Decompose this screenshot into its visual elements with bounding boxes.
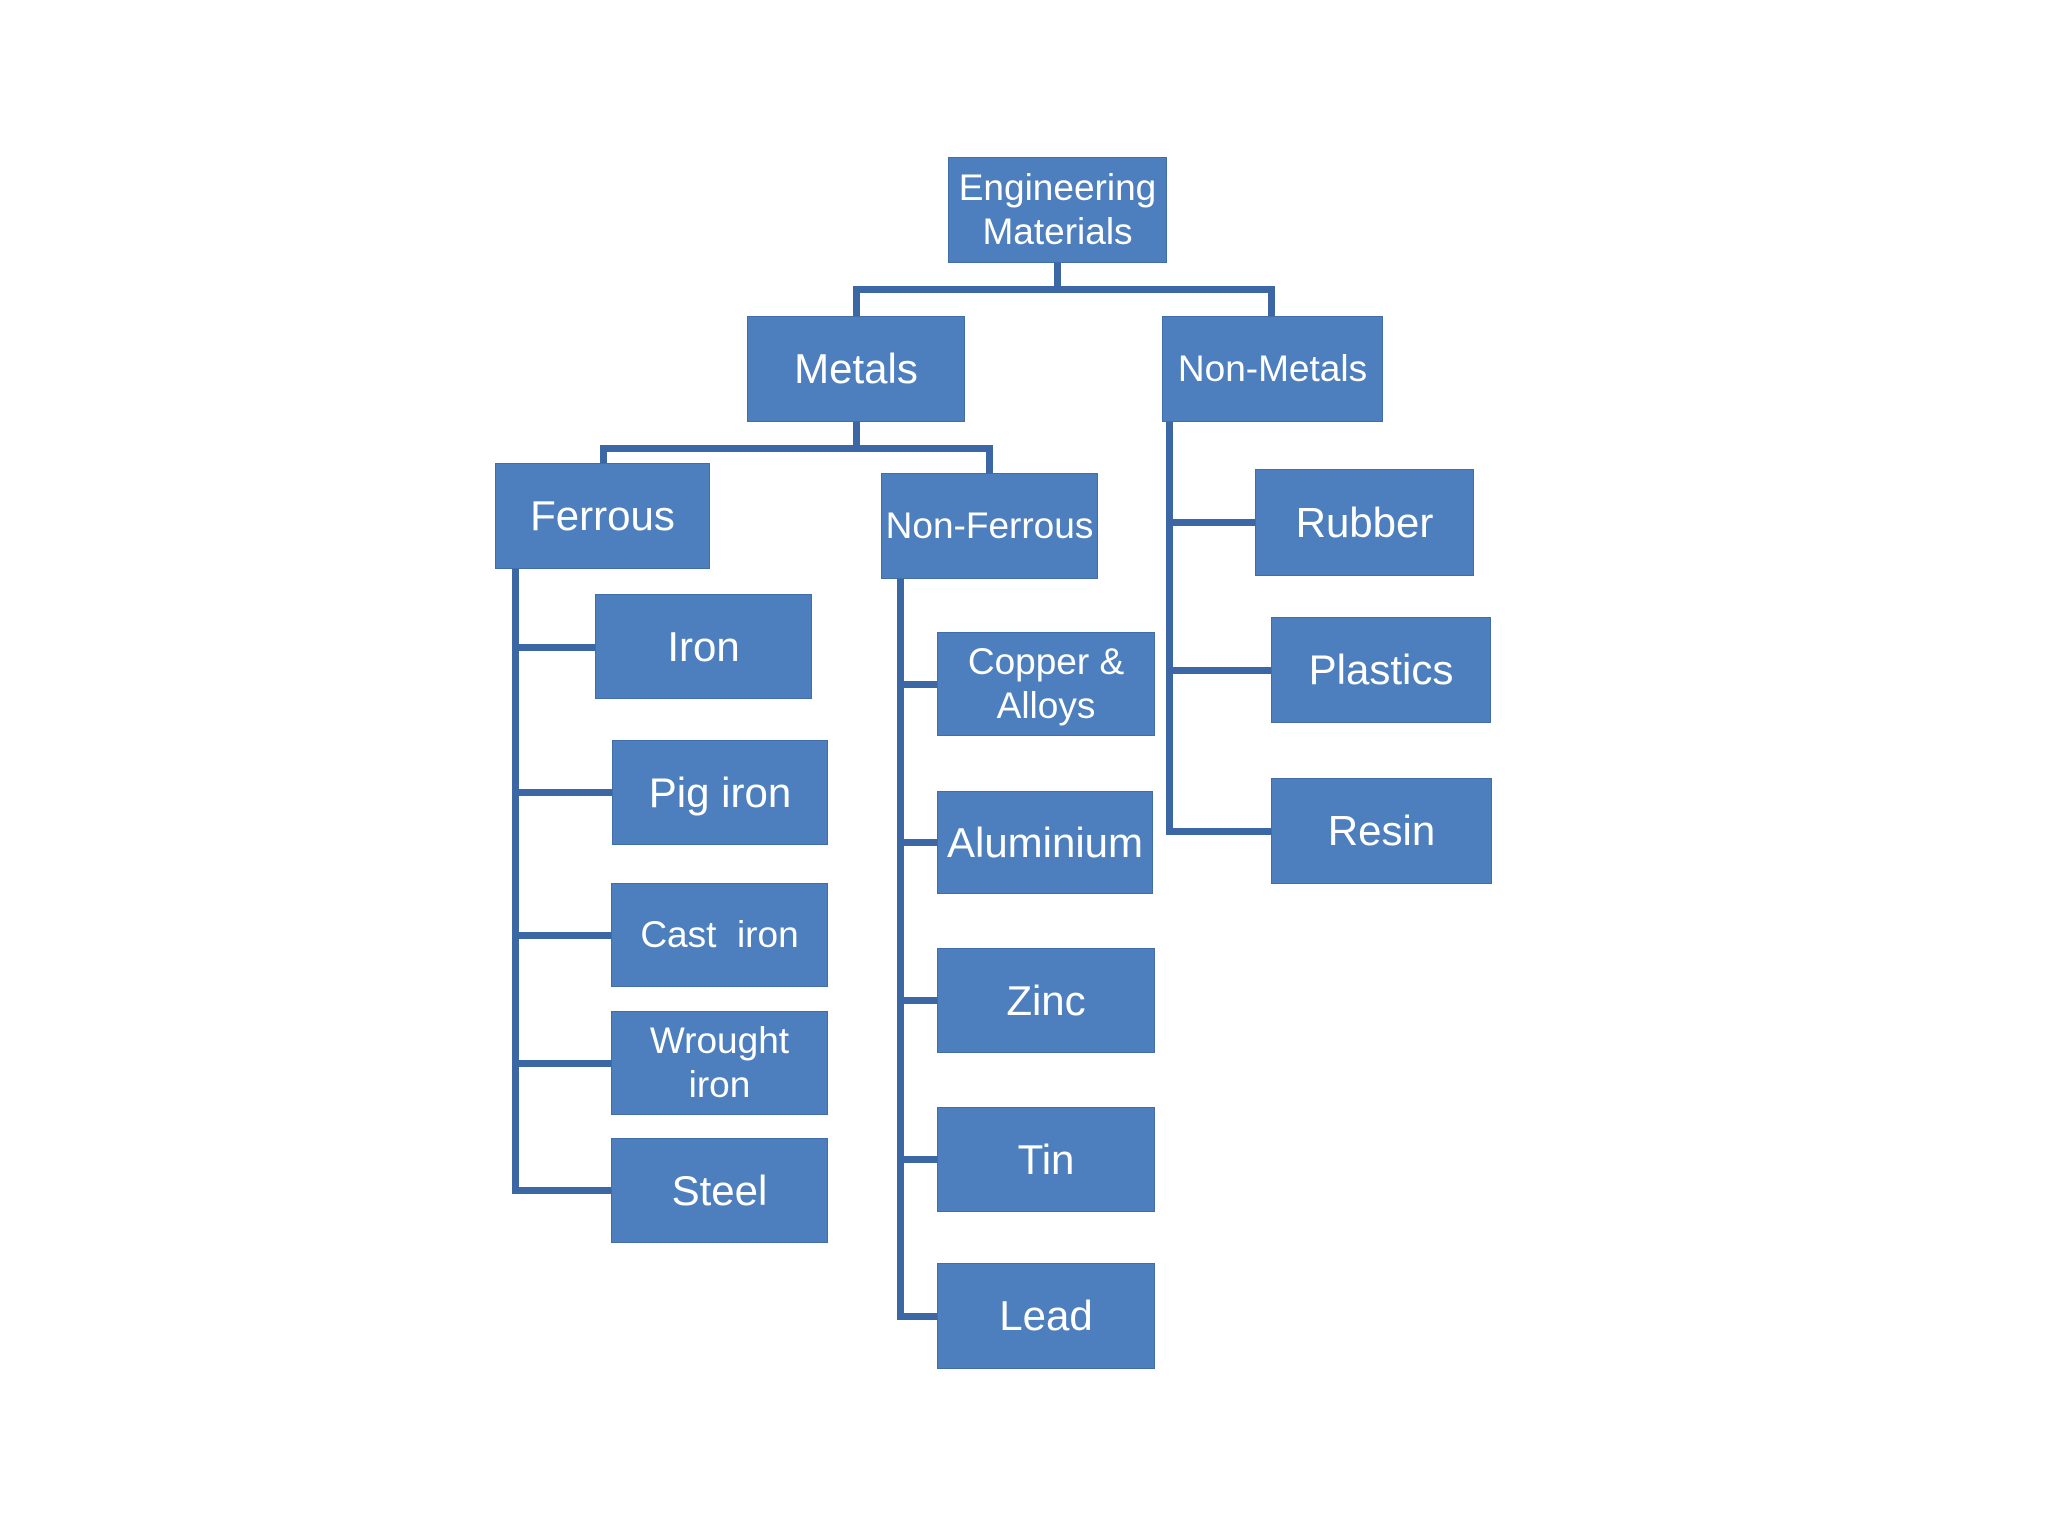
- connector-segment: [1165, 827, 1275, 835]
- node-copper-and-alloys: Copper & Alloys: [937, 632, 1155, 736]
- node-label: Cast iron: [640, 914, 799, 956]
- connector-segment: [896, 996, 941, 1004]
- node-label: Iron: [667, 622, 740, 670]
- connector-segment: [896, 1155, 941, 1163]
- node-lead: Lead: [937, 1263, 1155, 1369]
- connector-segment: [1165, 666, 1275, 674]
- node-label: Pig iron: [648, 768, 792, 816]
- connector-segment: [1165, 518, 1259, 526]
- node-label: Wrought iron: [649, 1020, 790, 1105]
- connector-segment: [896, 575, 904, 1320]
- node-label: Lead: [999, 1292, 1093, 1340]
- node-tin: Tin: [937, 1107, 1155, 1212]
- node-steel: Steel: [611, 1138, 828, 1243]
- connector-segment: [1267, 285, 1275, 320]
- connector-segment: [599, 444, 607, 467]
- node-label: Non-Ferrous: [885, 505, 1094, 547]
- connector-segment: [511, 788, 616, 796]
- connector-segment: [896, 838, 941, 846]
- connector-segment: [896, 1312, 941, 1320]
- node-zinc: Zinc: [937, 948, 1155, 1053]
- connector-segment: [985, 444, 993, 477]
- node-engineering-materials: Engineering Materials: [948, 157, 1167, 263]
- node-wrought-iron: Wrought iron: [611, 1011, 828, 1115]
- connector-segment: [1053, 259, 1061, 293]
- node-non-metals: Non-Metals: [1162, 316, 1383, 422]
- connector-segment: [511, 643, 599, 651]
- connector-segment: [511, 931, 615, 939]
- node-label: Metals: [794, 345, 918, 393]
- node-label: Plastics: [1308, 646, 1454, 694]
- node-label: Engineering Materials: [958, 167, 1157, 252]
- node-non-ferrous: Non-Ferrous: [881, 473, 1098, 579]
- connector-segment: [852, 418, 860, 452]
- node-label: Resin: [1327, 807, 1436, 855]
- connector-segment: [511, 565, 519, 1194]
- node-metals: Metals: [747, 316, 965, 422]
- connector-segment: [1165, 418, 1173, 835]
- node-cast-iron: Cast iron: [611, 883, 828, 987]
- connector-segment: [852, 285, 1275, 293]
- node-ferrous: Ferrous: [495, 463, 710, 569]
- node-aluminium: Aluminium: [937, 791, 1153, 894]
- node-label: Zinc: [1006, 976, 1086, 1024]
- node-iron: Iron: [595, 594, 812, 699]
- node-label: Ferrous: [530, 492, 675, 540]
- node-label: Copper & Alloys: [967, 641, 1125, 726]
- connector-segment: [896, 680, 941, 688]
- connector-segment: [599, 444, 993, 452]
- connector-segment: [511, 1186, 615, 1194]
- node-label: Aluminium: [946, 818, 1144, 866]
- node-rubber: Rubber: [1255, 469, 1474, 576]
- node-label: Non-Metals: [1177, 348, 1368, 390]
- node-resin: Resin: [1271, 778, 1492, 884]
- node-label: Rubber: [1295, 498, 1434, 546]
- node-plastics: Plastics: [1271, 617, 1491, 723]
- node-pig-iron: Pig iron: [612, 740, 828, 845]
- node-label: Tin: [1017, 1135, 1075, 1183]
- connector-segment: [852, 285, 860, 320]
- connector-segment: [511, 1059, 615, 1067]
- node-label: Steel: [671, 1166, 768, 1214]
